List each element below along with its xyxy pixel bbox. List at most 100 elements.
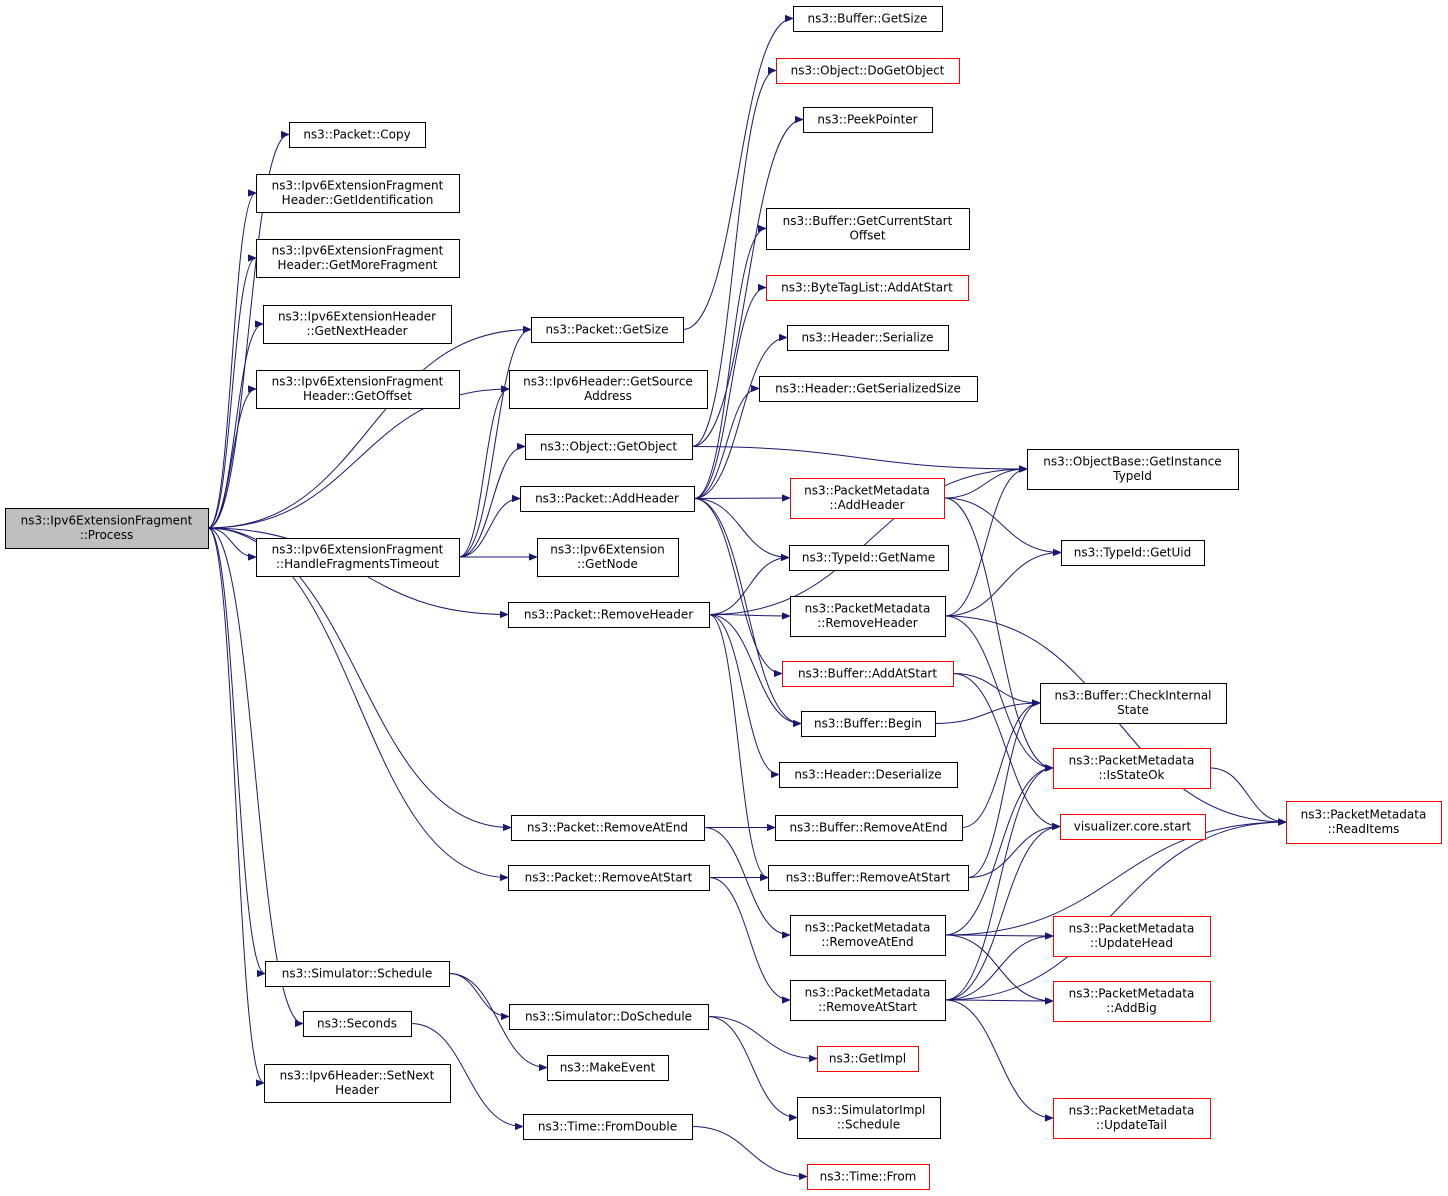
edge-pmremoveatstart-to-updatehead bbox=[944, 936, 1053, 1001]
node-pmremoveheader[interactable]: ns3::PacketMetadata::RemoveHeader bbox=[790, 596, 946, 637]
node-dogetobject[interactable]: ns3::Object::DoGetObject bbox=[776, 58, 960, 84]
node-label: ::RemoveAtEnd bbox=[821, 935, 913, 949]
node-label: ::RemoveAtStart bbox=[818, 1000, 917, 1014]
node-label: ns3::Time::From bbox=[820, 1169, 917, 1183]
edge-bufremoveatend-to-checkinternalstate bbox=[961, 703, 1040, 828]
node-bytetagaddatstart[interactable]: ns3::ByteTagList::AddAtStart bbox=[766, 275, 969, 301]
node-addbig[interactable]: ns3::PacketMetadata::AddBig bbox=[1053, 981, 1211, 1022]
node-pmaddheader[interactable]: ns3::PacketMetadata::AddHeader bbox=[790, 478, 945, 519]
edge-handlefrag-to-getsrcaddr bbox=[458, 389, 510, 558]
node-label: ns3::TypeId::GetName bbox=[802, 550, 935, 564]
node-label: ns3::Ipv6ExtensionFragment bbox=[21, 514, 193, 528]
node-label: ns3::Buffer::CheckInternal bbox=[1054, 689, 1211, 703]
node-getnode[interactable]: ns3::Ipv6Extension::GetNode bbox=[537, 538, 679, 577]
node-addheader[interactable]: ns3::Packet::AddHeader bbox=[520, 486, 695, 512]
node-getimpl[interactable]: ns3::GetImpl bbox=[817, 1046, 919, 1072]
node-pmremoveatend[interactable]: ns3::PacketMetadata::RemoveAtEnd bbox=[790, 915, 946, 956]
node-removeheader[interactable]: ns3::Packet::RemoveHeader bbox=[508, 602, 710, 628]
edge-pmremoveatstart-to-isstateok bbox=[944, 768, 1053, 1001]
node-pktgetsize[interactable]: ns3::Packet::GetSize bbox=[531, 317, 684, 343]
node-simimplschedule[interactable]: ns3::SimulatorImpl::Schedule bbox=[797, 1097, 941, 1139]
node-pmremoveatstart[interactable]: ns3::PacketMetadata::RemoveAtStart bbox=[790, 980, 946, 1021]
node-label: ns3::Packet::AddHeader bbox=[535, 491, 679, 505]
node-box bbox=[523, 1114, 693, 1140]
node-bufbegin[interactable]: ns3::Buffer::Begin bbox=[801, 711, 936, 737]
edge-removeatstart-to-pmremoveatstart bbox=[708, 877, 790, 1001]
node-updatehead[interactable]: ns3::PacketMetadata::UpdateHead bbox=[1053, 916, 1211, 957]
edge-removeatend-to-pmremoveatend bbox=[703, 827, 790, 936]
node-label: ns3::ObjectBase::GetInstance bbox=[1043, 455, 1221, 469]
node-getmorefrag[interactable]: ns3::Ipv6ExtensionFragmentHeader::GetMor… bbox=[256, 239, 460, 278]
node-label: ns3::Ipv6Header::SetNext bbox=[280, 1069, 435, 1083]
node-box bbox=[790, 915, 946, 956]
edge-pmremoveatend-to-readitems bbox=[944, 822, 1286, 936]
node-box bbox=[1061, 540, 1205, 566]
edge-bufaddatstart-to-vizstart bbox=[952, 673, 1060, 827]
node-hdrgetsersize[interactable]: ns3::Header::GetSerializedSize bbox=[759, 376, 978, 402]
node-label: ns3::Object::DoGetObject bbox=[791, 63, 945, 77]
edge-getobject-to-dogetobject bbox=[691, 71, 777, 447]
edge-removeheader-to-pmremoveheader bbox=[708, 615, 790, 617]
edge-process-to-getmorefrag bbox=[207, 258, 257, 529]
node-getobject[interactable]: ns3::Object::GetObject bbox=[525, 434, 693, 460]
node-box bbox=[531, 317, 684, 343]
node-timefrom[interactable]: ns3::Time::From bbox=[807, 1164, 930, 1190]
node-seconds[interactable]: ns3::Seconds bbox=[303, 1011, 412, 1037]
node-typeidgetname[interactable]: ns3::TypeId::GetName bbox=[789, 545, 949, 571]
node-label: Header bbox=[335, 1083, 379, 1097]
node-hdrdeserialize[interactable]: ns3::Header::Deserialize bbox=[779, 762, 958, 788]
node-isstateok[interactable]: ns3::PacketMetadata::IsStateOk bbox=[1053, 748, 1211, 789]
node-label: Address bbox=[584, 389, 632, 403]
node-bufaddatstart[interactable]: ns3::Buffer::AddAtStart bbox=[782, 661, 954, 687]
node-readitems[interactable]: ns3::PacketMetadata::ReadItems bbox=[1286, 801, 1442, 844]
node-label: ns3::Ipv6ExtensionFragment bbox=[272, 244, 444, 258]
node-getoffset[interactable]: ns3::Ipv6ExtensionFragmentHeader::GetOff… bbox=[256, 370, 460, 409]
node-bufremoveatend[interactable]: ns3::Buffer::RemoveAtEnd bbox=[775, 815, 963, 841]
node-copy[interactable]: ns3::Packet::Copy bbox=[289, 122, 426, 148]
node-bufgetsize[interactable]: ns3::Buffer::GetSize bbox=[793, 6, 943, 32]
node-box bbox=[263, 305, 452, 344]
node-bufremoveatstart[interactable]: ns3::Buffer::RemoveAtStart bbox=[768, 865, 969, 891]
node-label: ns3::PacketMetadata bbox=[1069, 1104, 1195, 1118]
node-process[interactable]: ns3::Ipv6ExtensionFragment::Process bbox=[5, 508, 209, 549]
node-hdrserialize[interactable]: ns3::Header::Serialize bbox=[787, 325, 949, 351]
edge-pmremoveatend-to-updatehead bbox=[944, 935, 1053, 936]
node-schedule[interactable]: ns3::Simulator::Schedule bbox=[265, 961, 450, 987]
node-getnexthdr[interactable]: ns3::Ipv6ExtensionHeader::GetNextHeader bbox=[263, 305, 452, 344]
node-makeevent[interactable]: ns3::MakeEvent bbox=[547, 1055, 669, 1081]
edge-schedule-to-makeevent bbox=[448, 973, 547, 1068]
node-box bbox=[793, 6, 943, 32]
node-box bbox=[303, 1011, 412, 1037]
edge-process-to-copy bbox=[207, 135, 290, 529]
node-box bbox=[1053, 1098, 1211, 1139]
node-handlefrag[interactable]: ns3::Ipv6ExtensionFragment::HandleFragme… bbox=[256, 538, 460, 577]
node-removeatend[interactable]: ns3::Packet::RemoveAtEnd bbox=[511, 815, 705, 841]
node-label: Header::GetOffset bbox=[303, 389, 412, 403]
node-doschedule[interactable]: ns3::Simulator::DoSchedule bbox=[509, 1004, 709, 1030]
node-updatetail[interactable]: ns3::PacketMetadata::UpdateTail bbox=[1053, 1098, 1211, 1139]
node-fromdouble[interactable]: ns3::Time::FromDouble bbox=[523, 1114, 693, 1140]
node-label: ::HandleFragmentsTimeout bbox=[276, 557, 439, 571]
node-box bbox=[509, 370, 708, 409]
node-box bbox=[289, 122, 426, 148]
edge-process-to-schedule bbox=[207, 527, 266, 974]
node-getident[interactable]: ns3::Ipv6ExtensionFragmentHeader::GetIde… bbox=[256, 174, 460, 213]
node-box bbox=[790, 478, 945, 519]
node-label: ns3::Ipv6ExtensionHeader bbox=[278, 310, 436, 324]
node-peekpointer[interactable]: ns3::PeekPointer bbox=[803, 107, 933, 133]
node-label: ns3::PacketMetadata bbox=[1069, 922, 1195, 936]
node-typeidgetuid[interactable]: ns3::TypeId::GetUid bbox=[1061, 540, 1205, 566]
node-label: ns3::TypeId::GetUid bbox=[1074, 545, 1192, 559]
node-label: ns3::Ipv6ExtensionFragment bbox=[272, 543, 444, 557]
node-removeatstart[interactable]: ns3::Packet::RemoveAtStart bbox=[508, 865, 710, 891]
edge-doschedule-to-simimplschedule bbox=[707, 1016, 797, 1118]
node-label: State bbox=[1117, 703, 1149, 717]
node-label: ::GetNode bbox=[577, 557, 638, 571]
node-label: ns3::PacketMetadata bbox=[805, 986, 931, 1000]
node-vizstart[interactable]: visualizer.core.start bbox=[1060, 814, 1206, 840]
